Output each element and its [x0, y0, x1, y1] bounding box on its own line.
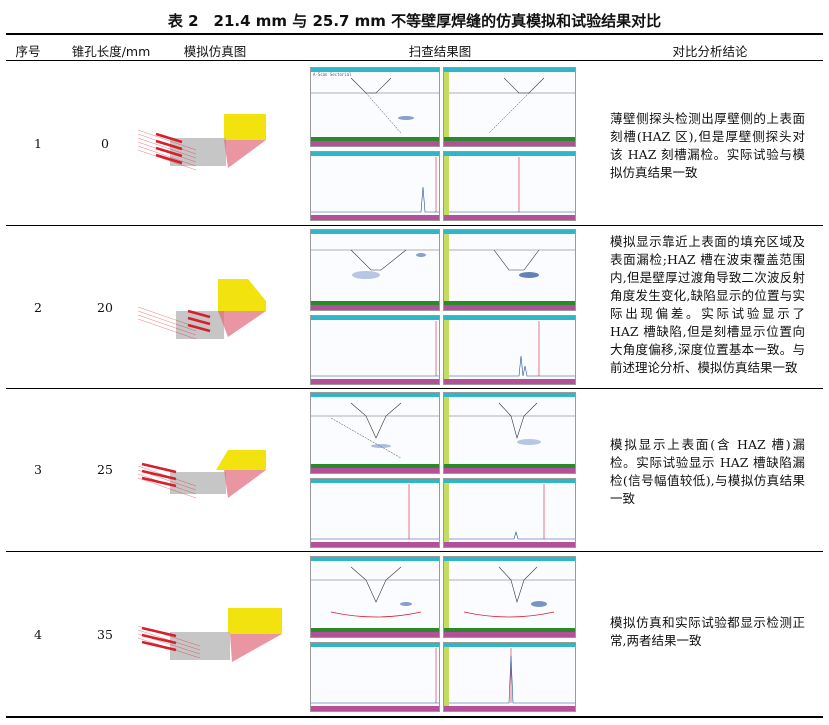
- row-conclusion: 模拟仿真和实际试验都显示检测正常,两者结果一致: [610, 615, 805, 648]
- scan-result-figure: [310, 556, 576, 712]
- scan-result-figure: [310, 229, 576, 385]
- scan-panel: A-Scan Sectorial: [310, 67, 440, 147]
- scan-panel: [310, 642, 440, 712]
- simulation-figure: [137, 450, 266, 499]
- row-hole-length: 35: [97, 627, 113, 642]
- header-hole-length: 锥孔长度/mm: [71, 44, 151, 59]
- scan-panel: [443, 642, 576, 712]
- scan-panel: [443, 556, 576, 638]
- scan-panel: [310, 151, 440, 221]
- simulation-figure: [137, 608, 282, 662]
- row-conclusion: 薄壁侧探头检测出厚壁侧的上表面刻槽(HAZ 区),但是厚壁侧探头对该 HAZ 刻…: [610, 111, 805, 180]
- row-divider: [6, 551, 823, 552]
- row-hole-length: 0: [101, 136, 109, 151]
- top-rule: [6, 33, 823, 35]
- scan-panel: [310, 229, 440, 311]
- row-hole-length: 25: [97, 462, 113, 477]
- scan-result-figure: [310, 392, 576, 548]
- scan-panel: [443, 478, 576, 548]
- header-rule: [6, 60, 823, 61]
- scan-panel: [443, 229, 576, 311]
- row-conclusion: 模拟显示靠近上表面的填充区域及表面漏检;HAZ 槽在波束覆盖范围内,但是壁厚过渡…: [610, 234, 805, 375]
- row-divider: [6, 388, 823, 389]
- header-simulation: 模拟仿真图: [183, 44, 247, 59]
- scan-panel: [310, 392, 440, 474]
- scan-panel: [310, 556, 440, 638]
- header-index: 序号: [15, 44, 41, 59]
- scan-panel: [310, 315, 440, 385]
- row-index: 1: [34, 136, 42, 151]
- scan-panel: [443, 392, 576, 474]
- scan-panel: [443, 315, 576, 385]
- simulation-figure: [137, 114, 266, 171]
- scan-result-figure: A-Scan Sectorial: [310, 67, 576, 221]
- row-index: 4: [34, 627, 42, 642]
- bottom-rule: [6, 716, 823, 718]
- simulation-figure: [137, 279, 266, 340]
- row-index: 3: [34, 462, 42, 477]
- row-index: 2: [34, 300, 42, 315]
- row-conclusion: 模拟显示上表面(含 HAZ 槽)漏检。实际试验显示 HAZ 槽缺陷漏检(信号幅值…: [610, 437, 805, 506]
- scan-panel: [443, 67, 576, 147]
- header-scan: 扫查结果图: [408, 44, 472, 59]
- table-title: 表 2 21.4 mm 与 25.7 mm 不等壁厚焊缝的仿真模拟和试验结果对比: [167, 12, 662, 30]
- row-hole-length: 20: [97, 300, 113, 315]
- header-conclusion: 对比分析结论: [672, 44, 748, 59]
- scan-panel: [443, 151, 576, 221]
- row-divider: [6, 225, 823, 226]
- scan-panel: [310, 478, 440, 548]
